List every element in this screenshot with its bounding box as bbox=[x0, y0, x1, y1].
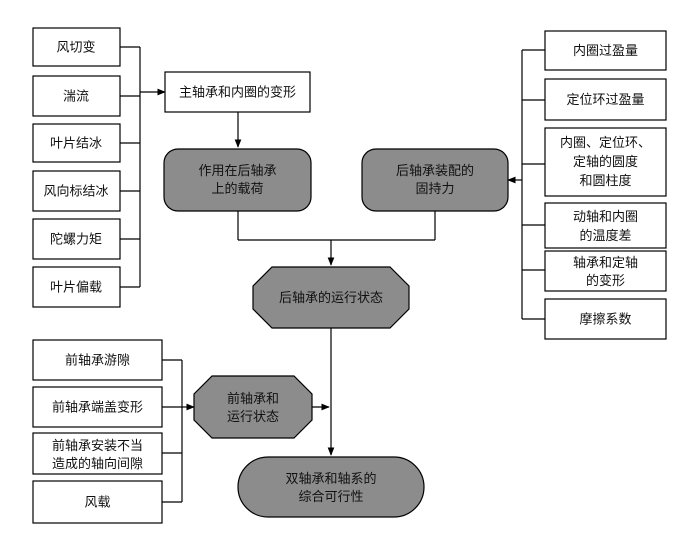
factor-blade-eccentric-load: 叶片偏载 bbox=[32, 266, 121, 308]
factor-label: 风切变 bbox=[56, 40, 95, 56]
factor-label-line2: 的温度差 bbox=[579, 228, 631, 244]
factor-label-line1: 轴承和定轴 bbox=[573, 256, 638, 271]
factor-gyroscopic-moment: 陀螺力矩 bbox=[32, 218, 121, 260]
node-label-line1: 双轴承和轴系的 bbox=[285, 471, 376, 487]
factor-inner-ring-interference: 内圈过盈量 bbox=[544, 30, 667, 71]
factor-label: 风向标结冰 bbox=[43, 184, 108, 200]
factor-turbulence: 湍流 bbox=[32, 75, 121, 117]
bottom-left-factors-group: 前轴承游隙 前轴承端盖变形 前轴承安装不当 造成的轴向间隙 风载 bbox=[32, 339, 163, 524]
rear-bearing-running-state-node: 后轴承的运行状态 bbox=[252, 266, 410, 329]
factor-temperature-difference: 动轴和内圈 的温度差 bbox=[544, 202, 667, 249]
factor-vane-icing: 风向标结冰 bbox=[32, 170, 121, 212]
factor-label: 摩擦系数 bbox=[579, 312, 631, 328]
factor-label: 定位环过盈量 bbox=[566, 93, 644, 108]
factor-label-line1: 动轴和内圈 bbox=[573, 209, 638, 225]
factor-label: 叶片偏载 bbox=[50, 281, 102, 296]
factor-roundness-cylindricity: 内圈、定位环、 定轴的圆度 和圆柱度 bbox=[544, 127, 667, 197]
factor-label: 风载 bbox=[84, 496, 110, 511]
factor-label: 叶片结冰 bbox=[50, 137, 102, 152]
node-label-line2: 综合可行性 bbox=[298, 490, 363, 505]
node-label-line2: 运行状态 bbox=[227, 410, 279, 425]
factor-label: 湍流 bbox=[63, 90, 89, 105]
factor-label-line3: 和圆柱度 bbox=[579, 173, 631, 189]
front-bearing-running-state-node: 前轴承和 运行状态 bbox=[193, 375, 313, 439]
factor-front-bearing-clearance: 前轴承游隙 bbox=[32, 339, 163, 381]
node-label: 后轴承的运行状态 bbox=[279, 290, 383, 306]
factor-label: 陀螺力矩 bbox=[50, 232, 102, 248]
node-label-line2: 固持力 bbox=[415, 182, 454, 197]
factor-blade-icing: 叶片结冰 bbox=[32, 123, 121, 163]
left-factors-group: 风切变 湍流 叶片结冰 风向标结冰 陀螺力矩 叶片偏载 bbox=[32, 27, 121, 308]
factor-friction-coefficient: 摩擦系数 bbox=[544, 298, 667, 340]
factor-label-line1: 前轴承安装不当 bbox=[52, 438, 143, 454]
factor-label-line1: 内圈、定位环、 bbox=[560, 135, 651, 151]
factor-improper-installation: 前轴承安装不当 造成的轴向间隙 bbox=[32, 432, 163, 475]
load-on-rear-bearing-node: 作用在后轴承 上的载荷 bbox=[163, 148, 312, 212]
dual-bearing-feasibility-node: 双轴承和轴系的 综合可行性 bbox=[237, 456, 425, 518]
node-label: 主轴承和内圈的变形 bbox=[179, 85, 296, 101]
node-label-line1: 前轴承和 bbox=[227, 391, 279, 407]
factor-bearing-shaft-deformation: 轴承和定轴 的变形 bbox=[544, 250, 667, 292]
factor-front-cover-deformation: 前轴承端盖变形 bbox=[32, 386, 163, 428]
right-factors-group: 内圈过盈量 定位环过盈量 内圈、定位环、 定轴的圆度 和圆柱度 动轴和内圈 的温… bbox=[544, 30, 667, 340]
connector-lines bbox=[120, 46, 545, 503]
factor-label-line2: 定轴的圆度 bbox=[573, 154, 638, 170]
factor-label: 前轴承游隙 bbox=[65, 353, 130, 369]
factor-wind-shear: 风切变 bbox=[32, 27, 121, 67]
factor-wind-load: 风载 bbox=[32, 480, 163, 524]
factor-label: 内圈过盈量 bbox=[573, 43, 638, 59]
rear-bearing-clamping-force-node: 后轴承装配的 固持力 bbox=[361, 148, 509, 212]
main-bearing-deformation-box: 主轴承和内圈的变形 bbox=[164, 71, 311, 113]
factor-label: 前轴承端盖变形 bbox=[52, 400, 143, 416]
node-label-line1: 作用在后轴承 bbox=[198, 164, 276, 179]
node-label-line1: 后轴承装配的 bbox=[396, 163, 474, 179]
factor-label-line2: 造成的轴向间隙 bbox=[52, 456, 143, 472]
node-label-line2: 上的载荷 bbox=[211, 181, 263, 197]
factor-label-line2: 的变形 bbox=[586, 273, 625, 289]
factor-locating-ring-interference: 定位环过盈量 bbox=[544, 78, 667, 121]
